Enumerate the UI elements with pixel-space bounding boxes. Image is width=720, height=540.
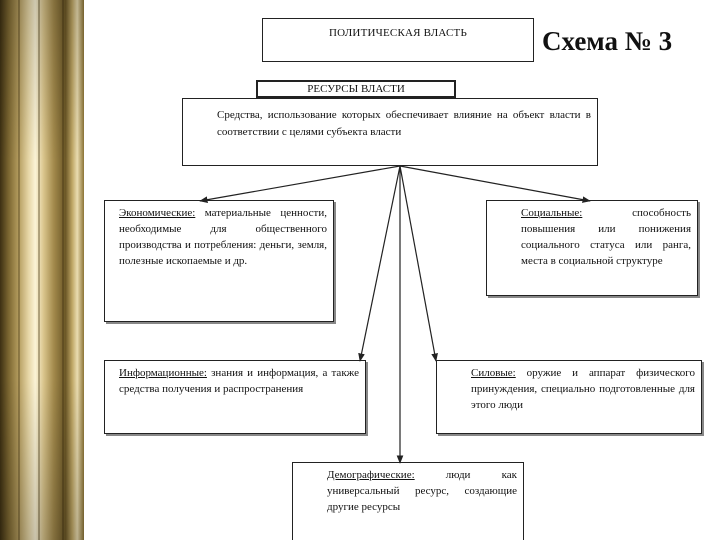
arrow-to-economic (199, 165, 401, 204)
economic-resources-box: Экономические: материальные ценности, не… (104, 200, 334, 322)
power-resources-box: РЕСУРСЫ ВЛАСТИ (256, 80, 456, 98)
demographic-description: люди как универсальный ресурс, создающие… (327, 469, 517, 513)
social-resources-box: Социальные: способность повышения или по… (486, 200, 698, 296)
informational-description: знания и информация, а также средства по… (119, 367, 359, 395)
pillar-ridge (38, 0, 40, 540)
force-text: Силовые: оружие и аппарат физического пр… (437, 361, 701, 413)
demographic-label: Демографические: (327, 469, 415, 481)
decorative-gold-pillar (0, 0, 84, 540)
arrow-to-informational (358, 165, 401, 362)
definition-text: Средства, использование которых обеспечи… (217, 109, 591, 138)
social-text: Социальные: способность повышения или по… (487, 201, 697, 269)
scheme-title: Схема № 3 (542, 26, 673, 56)
pillar-ridge (62, 0, 64, 540)
social-description: способность повышения или понижения соци… (521, 207, 691, 267)
social-label: Социальные: (521, 207, 583, 219)
pillar-shade (0, 0, 84, 540)
power-resources-label: РЕСУРСЫ ВЛАСТИ (307, 83, 405, 95)
economic-label: Экономические: (119, 207, 196, 219)
force-description: оружие и аппарат физического принуждения… (471, 367, 695, 411)
informational-resources-box: Информационные: знания и информация, а т… (104, 360, 366, 434)
political-power-label: ПОЛИТИЧЕСКАЯ ВЛАСТЬ (329, 27, 467, 39)
force-resources-box: Силовые: оружие и аппарат физического пр… (436, 360, 702, 434)
arrow-to-social (399, 165, 591, 203)
economic-text: Экономические: материальные ценности, не… (105, 201, 333, 269)
informational-text: Информационные: знания и информация, а т… (105, 361, 365, 397)
arrow-to-force (399, 165, 438, 362)
economic-description: материальные ценности, необходимые для о… (119, 207, 327, 267)
pillar-ridge (18, 0, 20, 540)
informational-label: Информационные: (119, 367, 207, 379)
demographic-text: Демографические: люди как универсальный … (293, 463, 523, 515)
force-label: Силовые: (471, 367, 516, 379)
demographic-resources-box: Демографические: люди как универсальный … (292, 462, 524, 540)
political-power-box: ПОЛИТИЧЕСКАЯ ВЛАСТЬ (262, 18, 534, 62)
definition-box: Средства, использование которых обеспечи… (182, 98, 598, 166)
